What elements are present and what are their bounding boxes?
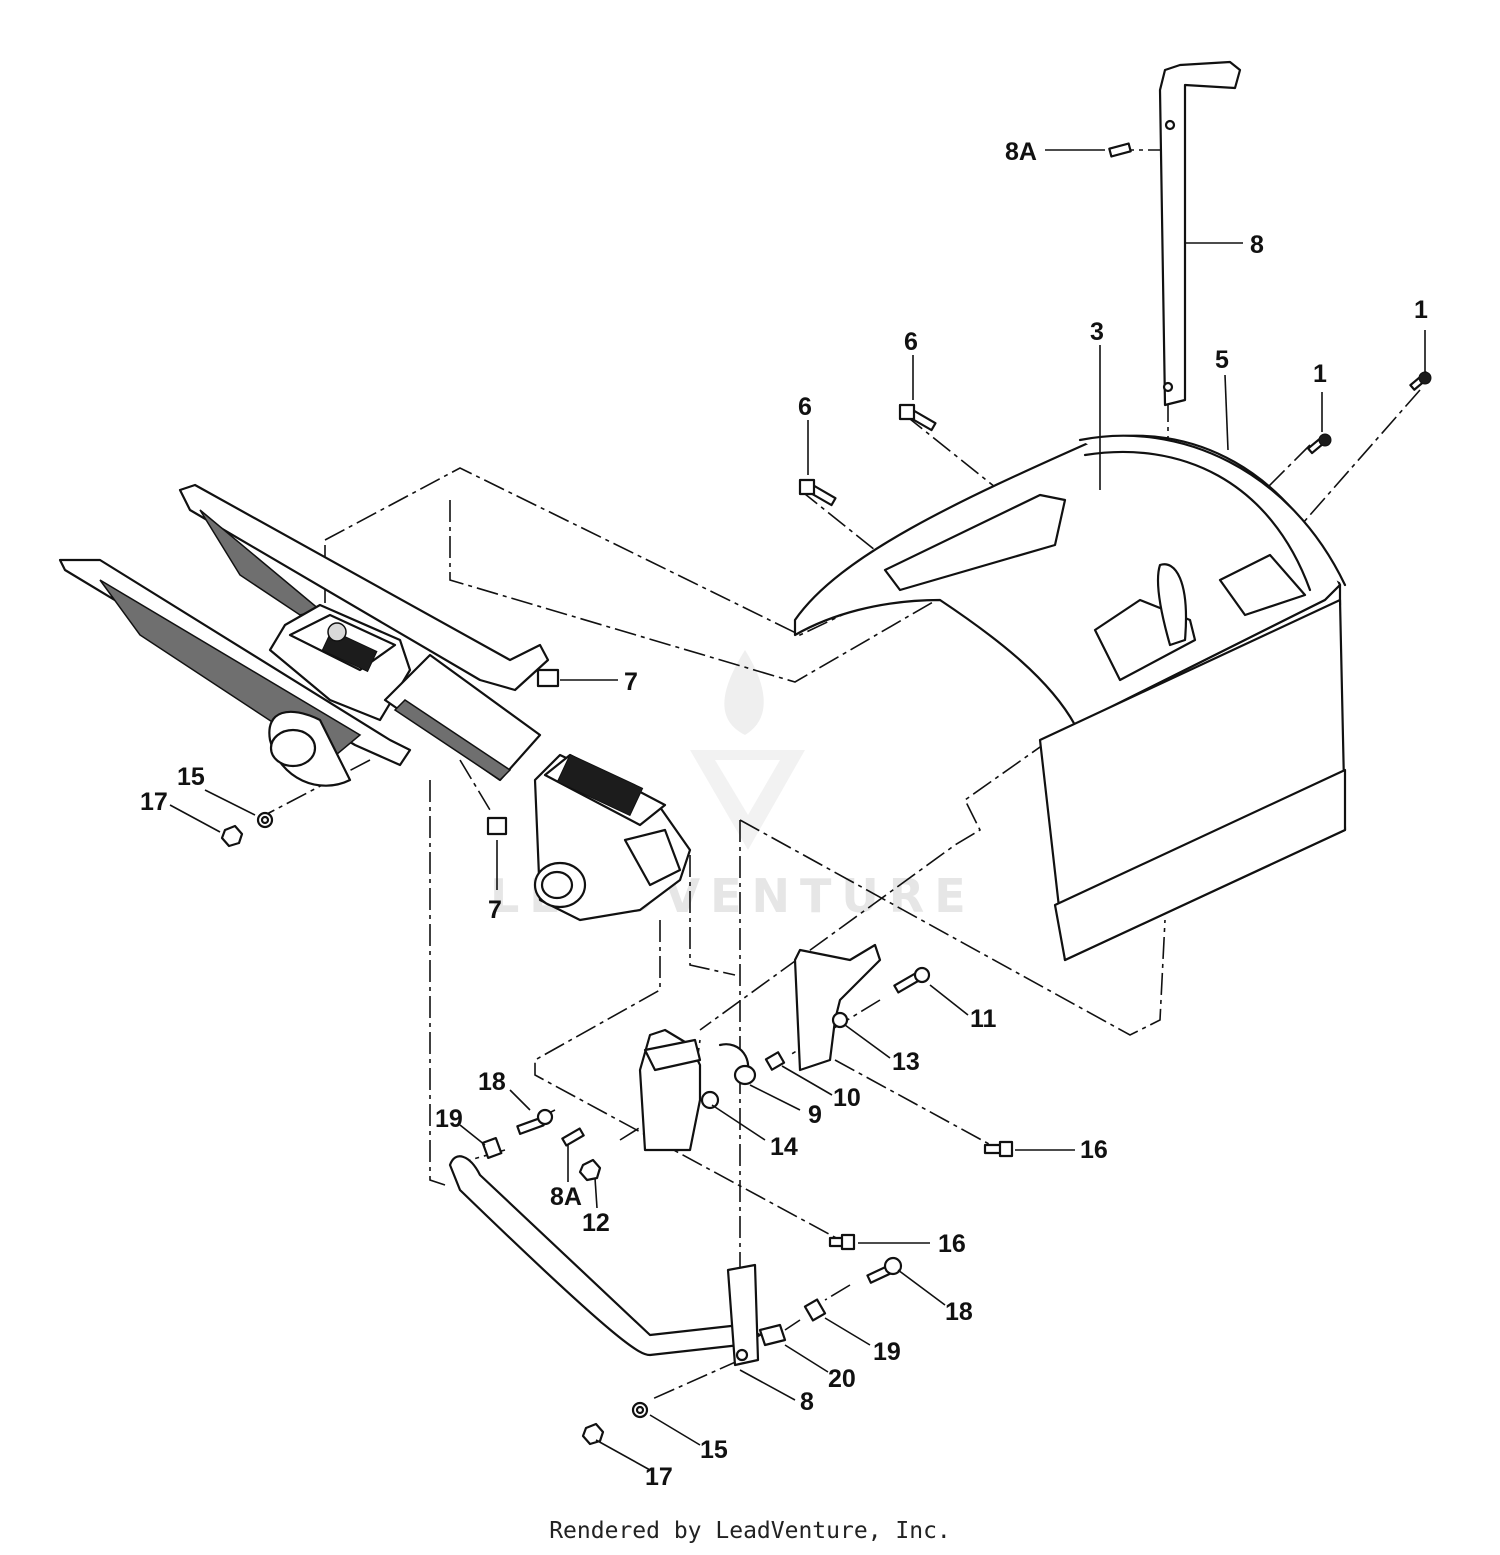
bolt-11 xyxy=(893,966,931,994)
callout-9: 9 xyxy=(808,1101,822,1129)
nut-17b xyxy=(581,1422,605,1446)
bracket-13 xyxy=(793,943,882,1072)
callout-3: 3 xyxy=(1090,318,1104,346)
callout-6: 6 xyxy=(798,393,812,421)
callout-10: 10 xyxy=(833,1084,861,1112)
nut-7a xyxy=(536,668,560,688)
transmission-housing-left xyxy=(268,603,412,787)
callout-17: 17 xyxy=(140,788,168,816)
callout-1: 1 xyxy=(1414,296,1428,324)
bolt-1a xyxy=(1409,371,1432,391)
callout-16: 16 xyxy=(1080,1136,1108,1164)
bolt-16b xyxy=(828,1233,856,1251)
callout-6: 6 xyxy=(904,328,918,356)
bolt-1b xyxy=(1307,433,1332,455)
callout-labels: 1 1 3 5 6 6 7 7 8 8A 8A 8 9 10 11 12 13 … xyxy=(140,138,1428,1491)
callout-11: 11 xyxy=(970,1005,997,1033)
side-rail-left xyxy=(58,483,550,767)
callout-18: 18 xyxy=(945,1298,973,1326)
footer-credit: Rendered by LeadVenture, Inc. xyxy=(549,1518,951,1544)
spacer-19a xyxy=(481,1136,503,1160)
hardware xyxy=(220,142,1432,1446)
bolt-18b xyxy=(866,1256,903,1284)
callout-8A: 8A xyxy=(550,1183,582,1211)
callout-15: 15 xyxy=(700,1436,728,1464)
bolt-16a xyxy=(983,1140,1014,1158)
pin-8A-bot xyxy=(561,1127,585,1147)
callout-8: 8 xyxy=(1250,231,1264,259)
callout-16: 16 xyxy=(938,1230,966,1258)
nut-15a xyxy=(256,811,274,829)
spring-9 xyxy=(718,1043,757,1086)
watermark-logo xyxy=(690,650,805,850)
bolt-18a xyxy=(516,1108,554,1135)
callout-19: 19 xyxy=(873,1338,901,1366)
nut-7b xyxy=(486,816,508,836)
flap-deflector xyxy=(1038,598,1347,962)
nut-12 xyxy=(578,1158,602,1182)
bushing-10 xyxy=(764,1051,786,1071)
callout-20: 20 xyxy=(828,1365,856,1393)
axle-tube xyxy=(383,653,542,782)
pin-8A-top xyxy=(1108,142,1132,158)
callout-15: 15 xyxy=(177,763,205,791)
callout-13: 13 xyxy=(892,1048,920,1076)
callout-5: 5 xyxy=(1215,346,1229,374)
callout-14: 14 xyxy=(770,1133,798,1161)
bolt-6b xyxy=(798,478,837,507)
callout-7: 7 xyxy=(488,896,502,924)
callout-19: 19 xyxy=(435,1105,463,1133)
callout-8: 8 xyxy=(800,1388,814,1416)
lift-link-20 xyxy=(448,1155,787,1367)
bracket-14 xyxy=(638,1028,720,1152)
callout-18: 18 xyxy=(478,1068,506,1096)
callout-7: 7 xyxy=(624,668,638,696)
callout-17: 17 xyxy=(645,1463,673,1491)
callout-1: 1 xyxy=(1313,360,1327,388)
leader-lines xyxy=(169,149,1426,1471)
callout-12: 12 xyxy=(582,1209,610,1237)
spacer-19b xyxy=(803,1298,827,1322)
bolt-6a xyxy=(898,403,937,432)
nut-15b xyxy=(631,1401,649,1419)
depth-bar xyxy=(1158,60,1242,407)
callout-8A: 8A xyxy=(1005,138,1037,166)
transmission-housing-right xyxy=(533,753,692,922)
nut-17a xyxy=(220,824,244,848)
